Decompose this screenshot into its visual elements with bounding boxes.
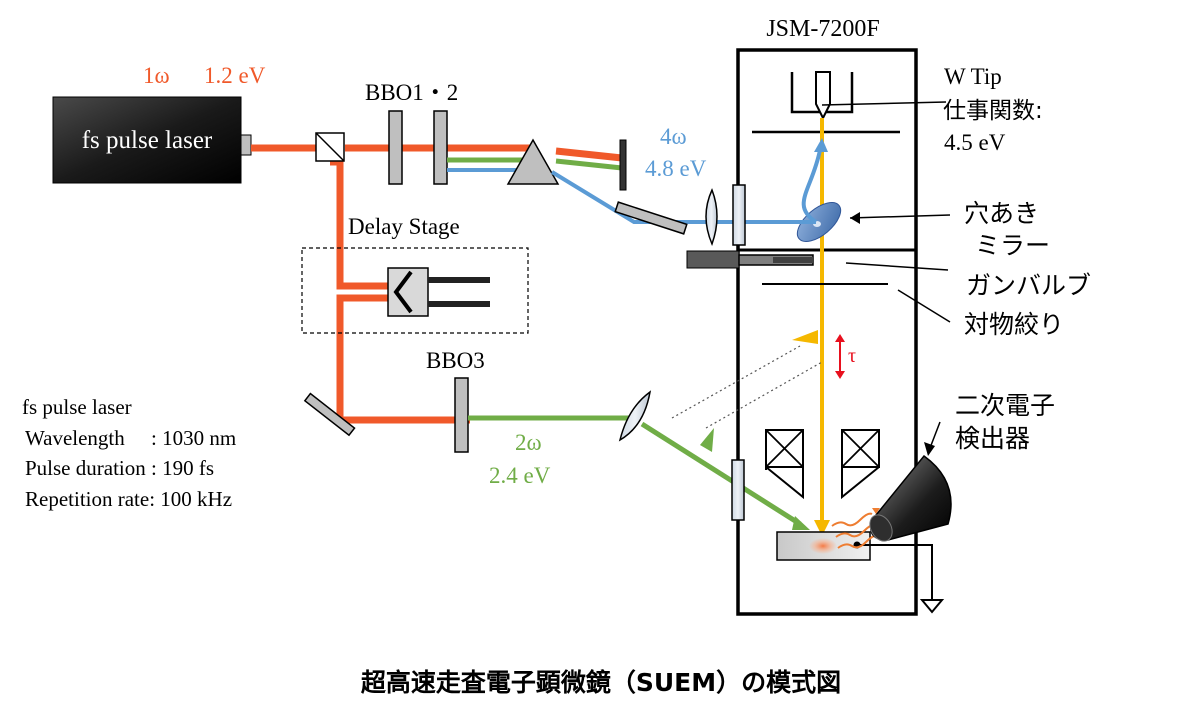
green-beam-out <box>555 158 623 171</box>
fundamental-energy: 1.2 eV <box>204 63 266 88</box>
aperture-pointer <box>897 289 951 323</box>
fundamental-freq: 1ω <box>143 63 170 88</box>
specs-duration: Pulse duration : 190 fs <box>25 456 214 480</box>
mirror-pointer <box>849 214 951 219</box>
specs-title: fs pulse laser <box>22 395 132 419</box>
second-energy: 2.4 eV <box>489 463 551 488</box>
green-pulse-marker <box>700 428 714 452</box>
detector-pointer-head <box>924 442 935 456</box>
bbo12-label: BBO1・2 <box>365 80 458 105</box>
second-freq: 2ω <box>515 430 542 455</box>
uv-beam-path <box>550 149 822 224</box>
tau-indicator <box>835 334 845 379</box>
green-beam-arrowhead <box>792 516 810 530</box>
detector-label-2: 検出器 <box>955 424 1030 453</box>
tip-label-3: 4.5 eV <box>944 130 1006 155</box>
ir-beam-path <box>251 144 623 424</box>
delay-stage-box <box>301 247 529 334</box>
electron-pulse-marker <box>792 330 818 344</box>
sync-line-upper <box>671 345 801 419</box>
bbo3-crystal <box>454 377 469 453</box>
holed-mirror <box>796 202 842 242</box>
delay-stage-label: Delay Stage <box>348 214 460 239</box>
scan-coil-right <box>841 429 880 500</box>
sync-line-lower <box>705 361 823 429</box>
w-tip <box>790 71 854 121</box>
beam-splitter <box>315 132 345 162</box>
fs-laser <box>52 96 252 184</box>
tip-label-2: 仕事関数: <box>943 98 1043 124</box>
mirror-label-1: 穴あき <box>964 199 1039 228</box>
bbo2-crystal <box>433 110 448 185</box>
beam-dump <box>619 139 627 191</box>
fold-mirror-bottom <box>303 392 356 437</box>
gate-valve-label: ガンバルブ <box>966 271 1091 300</box>
laser-box-label: fs pulse laser <box>82 127 213 154</box>
gate-valve <box>686 250 814 269</box>
detector-pointer <box>929 421 941 449</box>
aperture-label: 対物絞り <box>964 310 1064 339</box>
uv-window <box>732 184 746 246</box>
electron-beam-arrowhead <box>814 520 830 536</box>
tip-label-1: W Tip <box>944 64 1002 89</box>
laser-specs: fs pulse laser Wavelength : 1030 nm Puls… <box>22 395 236 511</box>
mirror-pointer-head <box>850 212 860 224</box>
uv-focusing-lens <box>705 188 718 247</box>
green-window <box>731 459 745 521</box>
scan-coil-left <box>765 429 804 500</box>
tau-label: τ <box>848 345 856 367</box>
microscope-column <box>736 48 918 616</box>
detector <box>869 454 952 542</box>
fourth-freq: 4ω <box>660 124 687 149</box>
figure-caption: 超高速走査電子顕微鏡（SUEM）の模式図 <box>361 668 841 697</box>
specs-rate: Repetition rate: 100 kHz <box>25 487 232 511</box>
retroreflector <box>387 267 490 317</box>
bbo1-crystal <box>388 110 403 185</box>
prism <box>506 138 560 185</box>
mirror-label-2: ミラー <box>975 231 1050 260</box>
fourth-energy: 4.8 eV <box>645 156 707 181</box>
uv-fold-mirror <box>614 201 688 235</box>
detector-label-1: 二次電子 <box>955 391 1055 420</box>
microscope-label: JSM-7200F <box>766 16 879 42</box>
specs-wavelength: Wavelength : 1030 nm <box>25 426 236 450</box>
gate-valve-pointer <box>845 262 949 271</box>
bbo3-label: BBO3 <box>426 348 485 373</box>
uv-beam-arrowhead <box>814 138 828 152</box>
tip-pointer <box>821 101 947 106</box>
green-pump-beam <box>468 415 802 527</box>
green-focusing-lens <box>618 390 652 442</box>
